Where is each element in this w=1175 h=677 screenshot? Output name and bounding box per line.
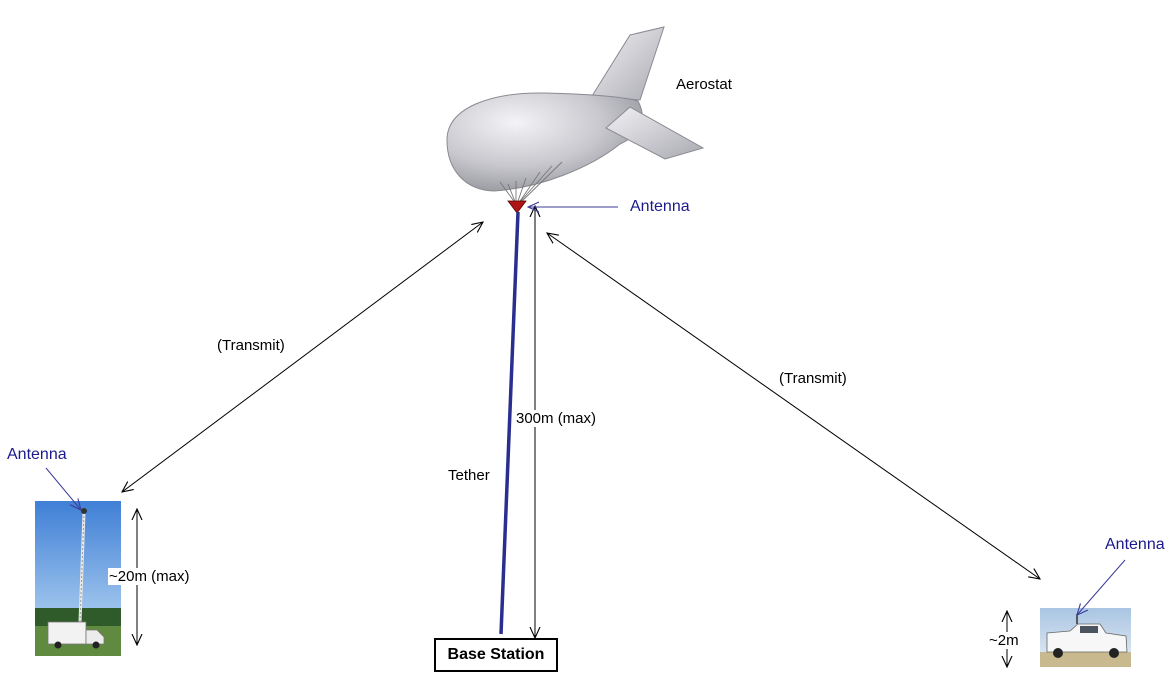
base-station-box: Base Station [434, 638, 558, 672]
left-antenna-pointer [45, 467, 81, 510]
aerostat-antenna-label: Antenna [630, 198, 690, 215]
transmit-left-label: (Transmit) [217, 337, 285, 354]
pickup-truck-photo [1040, 608, 1131, 667]
left-antenna-label: Antenna [7, 446, 67, 463]
transmit-right-arrow [547, 233, 1040, 579]
height-20m-label: ~20m (max) [108, 568, 191, 585]
side-tail-fin [605, 106, 705, 160]
transmit-left-arrow [122, 222, 483, 492]
height-2m-label: ~2m [988, 632, 1020, 649]
tether-line [499, 211, 520, 635]
aerostat-illustration [446, 26, 705, 214]
balloon-envelope [446, 92, 643, 192]
tether-label: Tether [448, 467, 490, 484]
rigging-lines [499, 161, 563, 205]
base-station-label: Base Station [447, 646, 545, 663]
transmit-right-label: (Transmit) [779, 370, 847, 387]
aerostat-antenna-marker [507, 200, 527, 214]
aerostat-label: Aerostat [676, 76, 732, 93]
mast-truck-photo [35, 501, 121, 656]
right-antenna-label: Antenna [1105, 536, 1165, 553]
right-antenna-pointer [1077, 559, 1126, 615]
height-300m-label: 300m (max) [515, 410, 598, 427]
upper-tail-fin [591, 26, 665, 101]
